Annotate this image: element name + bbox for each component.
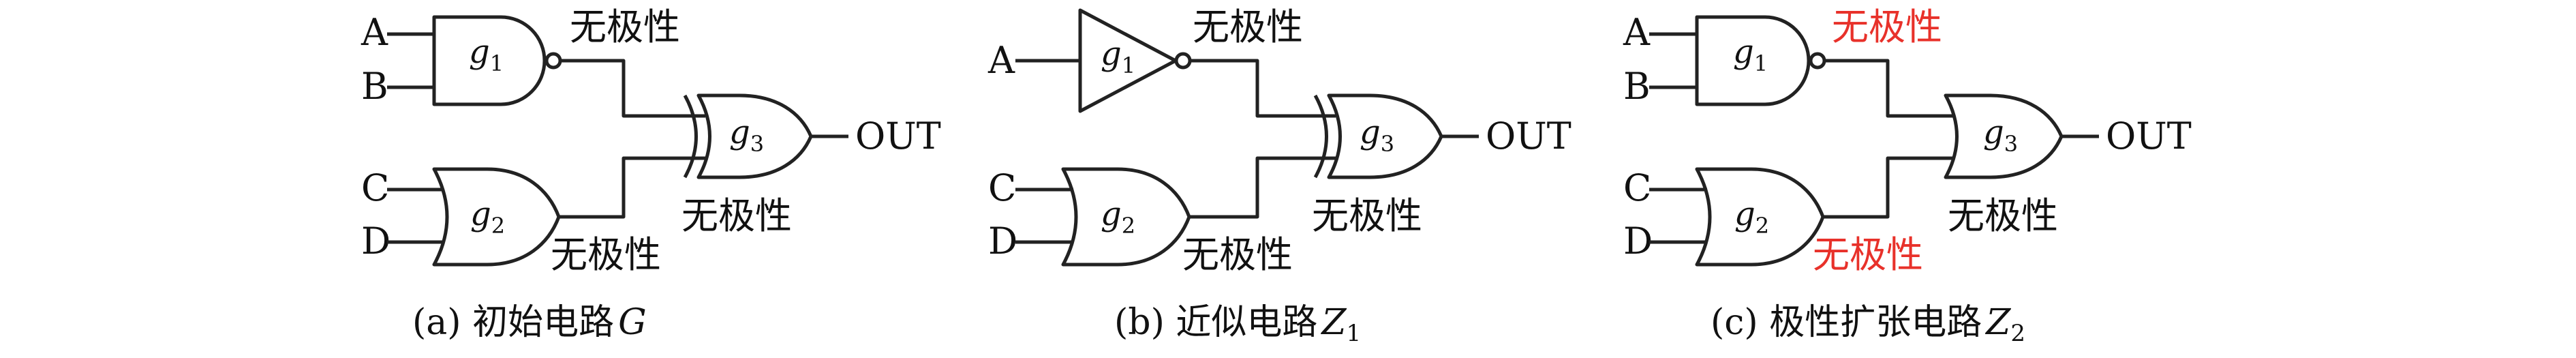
gate-label-g1: g1: [469, 33, 504, 76]
input-d-label: D: [361, 220, 390, 263]
or-gate-g3: [1944, 93, 2064, 179]
annotation-g1-output-highlighted: 无极性: [1832, 5, 1942, 48]
nand-gate-g1: [432, 15, 547, 106]
gate-label-g1: g1: [1733, 33, 1768, 76]
output-label: OUT: [2106, 115, 2192, 158]
annotation-g3-input: 无极性: [1948, 194, 2058, 237]
nand-gate-g1: [1695, 15, 1811, 106]
inversion-bubble-g1: [1809, 52, 1826, 70]
or-gate-g2: [1061, 167, 1191, 267]
or-gate-g2: [432, 167, 561, 267]
input-b-label: B: [361, 65, 388, 108]
input-c-label: C: [1623, 166, 1651, 209]
or-gate-g2: [1695, 167, 1825, 267]
gate-label-g3: g3: [1983, 113, 2018, 157]
annotation-g3-input: 无极性: [1312, 194, 1422, 237]
inversion-bubble-g1: [545, 52, 562, 70]
annotation-g2-output-highlighted: 无极性: [1813, 233, 1923, 276]
gate-label-g3: g3: [1360, 113, 1394, 157]
xor-gate-g3: [696, 93, 813, 179]
input-d-label: D: [988, 220, 1017, 263]
not-gate-g1: [1078, 8, 1178, 113]
input-b-label: B: [1623, 65, 1651, 108]
panel-a: A B C D g1 g2 g3 OUT 无极性 无极性 无极性 (a) 初始电…: [361, 5, 941, 343]
panel-c: A B C D g1 g2 g3 OUT 无极性 无极性 无极性 (c) 极性扩…: [1623, 5, 2192, 347]
gate-label-g3: g3: [729, 113, 764, 157]
wire-g2-to-g3: [1189, 156, 1336, 219]
input-a-label: A: [1623, 11, 1651, 54]
annotation-g3-input: 无极性: [681, 194, 792, 237]
xor-extra-arc-g3: [683, 94, 698, 179]
gate-label-g2: g2: [470, 195, 505, 239]
wire-g1-to-g3: [1190, 59, 1336, 118]
xor-extra-arc-g3: [1313, 94, 1328, 179]
input-a-label: A: [987, 39, 1015, 82]
annotation-g1-output: 无极性: [570, 5, 680, 48]
wire-g2-to-g3: [559, 156, 705, 219]
output-label: OUT: [855, 115, 941, 158]
input-c-label: C: [361, 166, 389, 209]
output-label: OUT: [1486, 115, 1571, 158]
input-d-label: D: [1623, 220, 1653, 263]
gate-label-g2: g2: [1734, 195, 1769, 239]
wire-g2-to-g3: [1823, 156, 1954, 219]
input-c-label: C: [988, 166, 1016, 209]
wire-g1-to-g3: [1824, 59, 1954, 118]
xor-gate-g3: [1327, 93, 1443, 179]
gate-label-g2: g2: [1101, 195, 1135, 239]
gate-label-g1: g1: [1101, 35, 1135, 78]
wire-g1-to-g3: [560, 59, 705, 118]
annotation-g2-output: 无极性: [551, 233, 661, 276]
input-a-label: A: [361, 11, 388, 54]
inversion-bubble-g1: [1174, 52, 1192, 70]
annotation-g2-output: 无极性: [1182, 233, 1293, 276]
annotation-g1-output: 无极性: [1193, 5, 1303, 48]
